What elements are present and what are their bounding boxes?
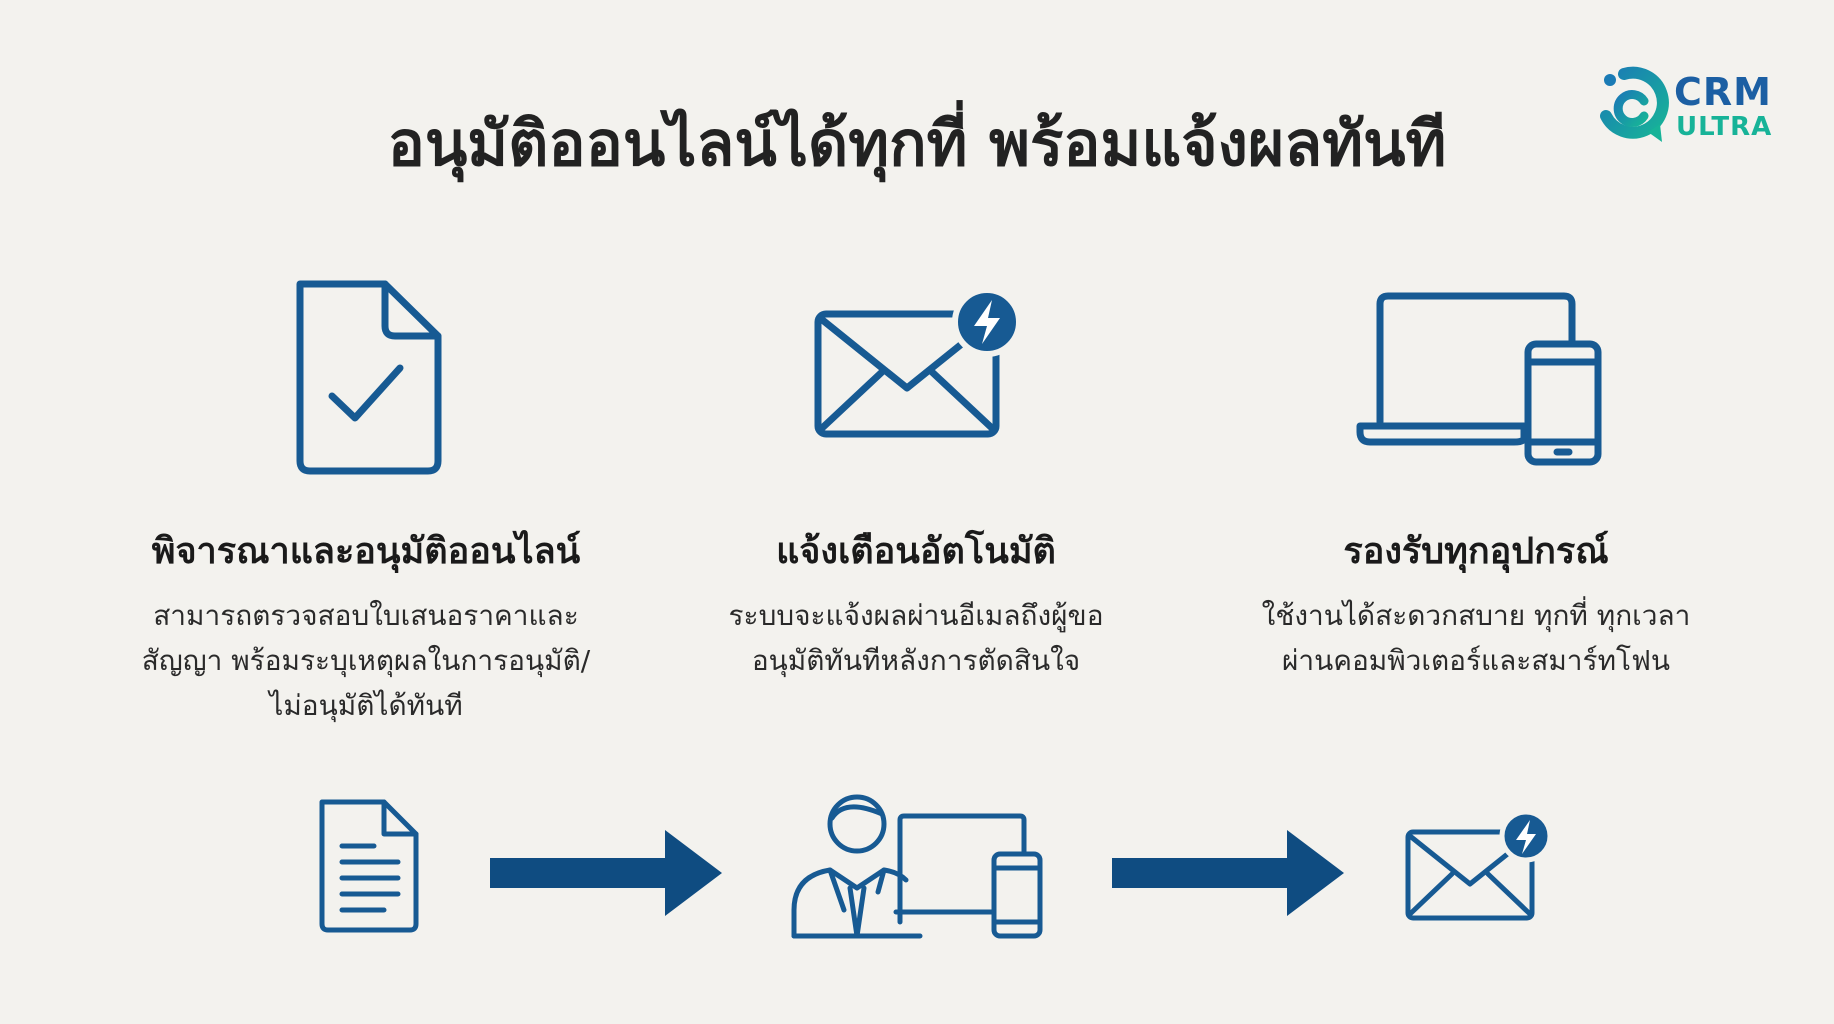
page-title: อนุมัติออนไลน์ได้ทุกที่ พร้อมแจ้งผลทันที [387, 107, 1447, 180]
laptop-phone-icon [1356, 292, 1602, 466]
email-notification-icon [814, 287, 1022, 438]
document-icon [319, 799, 419, 933]
approver-devices-icon [791, 794, 1043, 939]
email-notification-small-icon [1405, 809, 1553, 921]
crm-ultra-logo: CRM ULTRA [1596, 66, 1776, 146]
feature-heading: แจ้งเตือนอัตโนมัติ [776, 531, 1056, 572]
feature-auto-notification: แจ้งเตือนอัตโนมัติ ระบบจะแจ้งผลผ่านอีเมล… [636, 522, 1196, 683]
feature-heading: พิจารณาและอนุมัติออนไลน์ [151, 531, 581, 572]
feature-heading: รองรับทุกอุปกรณ์ [1343, 531, 1609, 572]
feature-description: ระบบจะแจ้งผลผ่านอีเมลถึงผู้ขออนุมัติทันท… [728, 599, 1104, 677]
feature-description: ใช้งานได้สะดวกสบาย ทุกที่ ทุกเวลาผ่านคอม… [1261, 599, 1691, 677]
feature-all-devices: รองรับทุกอุปกรณ์ ใช้งานได้สะดวกสบาย ทุกท… [1196, 522, 1756, 683]
flow-arrow-1 [490, 830, 722, 916]
flow-arrow-2 [1112, 830, 1344, 916]
document-check-icon [296, 280, 442, 475]
logo-text-ultra: ULTRA [1676, 112, 1773, 142]
feature-online-approval: พิจารณาและอนุมัติออนไลน์ สามารถตรวจสอบใบ… [86, 522, 646, 728]
logo-text-crm: CRM [1674, 70, 1772, 114]
feature-description: สามารถตรวจสอบใบเสนอราคาและสัญญา พร้อมระบ… [141, 599, 591, 722]
logo-mark-icon [1600, 66, 1669, 142]
